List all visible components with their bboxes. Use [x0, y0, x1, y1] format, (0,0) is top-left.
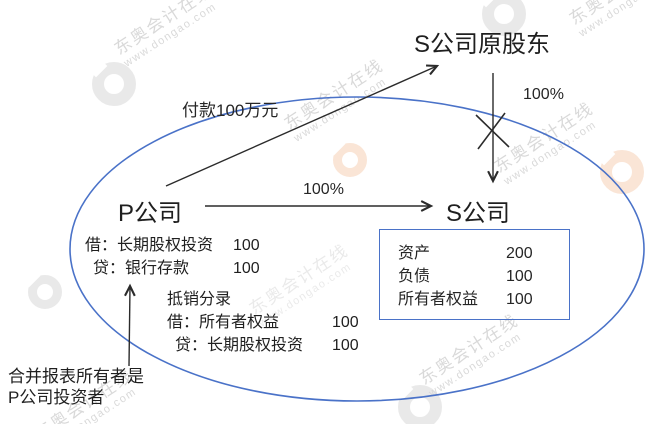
s-company-label: S公司 — [446, 200, 511, 227]
dongao-logo-icon — [600, 150, 644, 194]
p-journal-entry: 借：长期股权投资 100 贷：银行存款 100 — [85, 234, 260, 280]
journal-entry-row: 借：所有者权益 100 — [167, 314, 359, 331]
dongao-logo-icon — [28, 275, 62, 309]
old-ownership-pct-label: 100% — [523, 86, 564, 103]
balance-row: 所有者权益 100 — [398, 291, 533, 308]
journal-entry-row: 贷：银行存款 100 — [93, 260, 260, 277]
cancel-x-icon — [475, 112, 510, 150]
elimination-entry: 抵销分录 借：所有者权益 100 贷：长期股权投资 100 — [167, 288, 359, 357]
new-ownership-pct-label: 100% — [303, 181, 344, 198]
journal-entry-row: 借：长期股权投资 100 — [85, 237, 260, 254]
p-company-label: P公司 — [118, 200, 183, 227]
s-balance-box: 资产 200 负债 100 所有者权益 100 — [379, 229, 570, 320]
consolidation-scope-ellipse — [69, 96, 645, 402]
payment-arrow — [165, 64, 440, 187]
note-arrow — [124, 283, 136, 367]
dongao-logo-icon — [92, 62, 136, 106]
payment-label: 付款100万元 — [182, 101, 279, 120]
balance-row: 负债 100 — [398, 268, 533, 285]
elimination-title: 抵销分录 — [167, 291, 232, 308]
dongao-logo-icon — [333, 143, 367, 177]
journal-entry-row: 贷：长期股权投资 100 — [175, 337, 359, 354]
former-shareholders-label: S公司原股东 — [414, 31, 551, 58]
dongao-logo-icon — [398, 385, 442, 424]
consolidation-note: 合并报表所有者是 P公司投资者 — [8, 367, 144, 407]
balance-row: 资产 200 — [398, 245, 533, 262]
